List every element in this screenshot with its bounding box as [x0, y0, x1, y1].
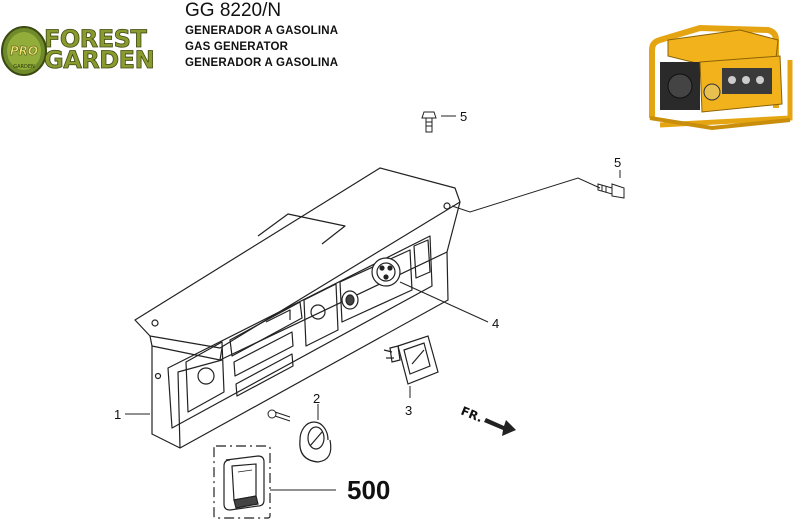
breaker-knob-component [299, 421, 332, 463]
model-number: GG 8220/N [185, 0, 282, 21]
voltmeter-component [383, 335, 439, 385]
bolt-right-icon [597, 183, 625, 199]
description-line-3: GENERADOR A GASOLINA [185, 57, 339, 69]
callout-5-top: 5 [460, 109, 467, 124]
badge-small-text: GARDEN [13, 64, 35, 70]
direction-label: FR. [459, 404, 485, 425]
small-screw-icon [267, 409, 291, 422]
bolt-connection-line [451, 177, 601, 213]
callout-1: 1 [114, 407, 121, 422]
generator-product-image [640, 24, 793, 131]
arrow-icon [484, 418, 516, 436]
callout-3: 3 [405, 403, 412, 418]
callout-4: 4 [492, 316, 499, 331]
leader-lines [125, 115, 621, 491]
badge-text: PRO [10, 44, 38, 58]
brand-line-2: GARDEN [44, 46, 155, 74]
description-line-2: GAS GENERATOR [185, 41, 289, 53]
callout-2: 2 [313, 391, 320, 406]
description-line-1: GENERADOR A GASOLINA [185, 25, 339, 37]
switch-component [341, 290, 359, 310]
outlet-socket-component [371, 257, 401, 287]
brand-line-1: FOREST [44, 25, 148, 53]
bolt-top-icon [421, 111, 437, 133]
callout-5-right: 5 [614, 155, 621, 170]
front-direction-indicator: FR. [459, 404, 516, 436]
control-panel-bracket [134, 167, 461, 449]
forest-garden-logo: PRO GARDEN FOREST GARDEN [0, 24, 172, 78]
detail-500-box [213, 445, 271, 519]
detail-label: 500 [347, 475, 390, 505]
pro-badge-icon: PRO GARDEN [1, 26, 47, 76]
